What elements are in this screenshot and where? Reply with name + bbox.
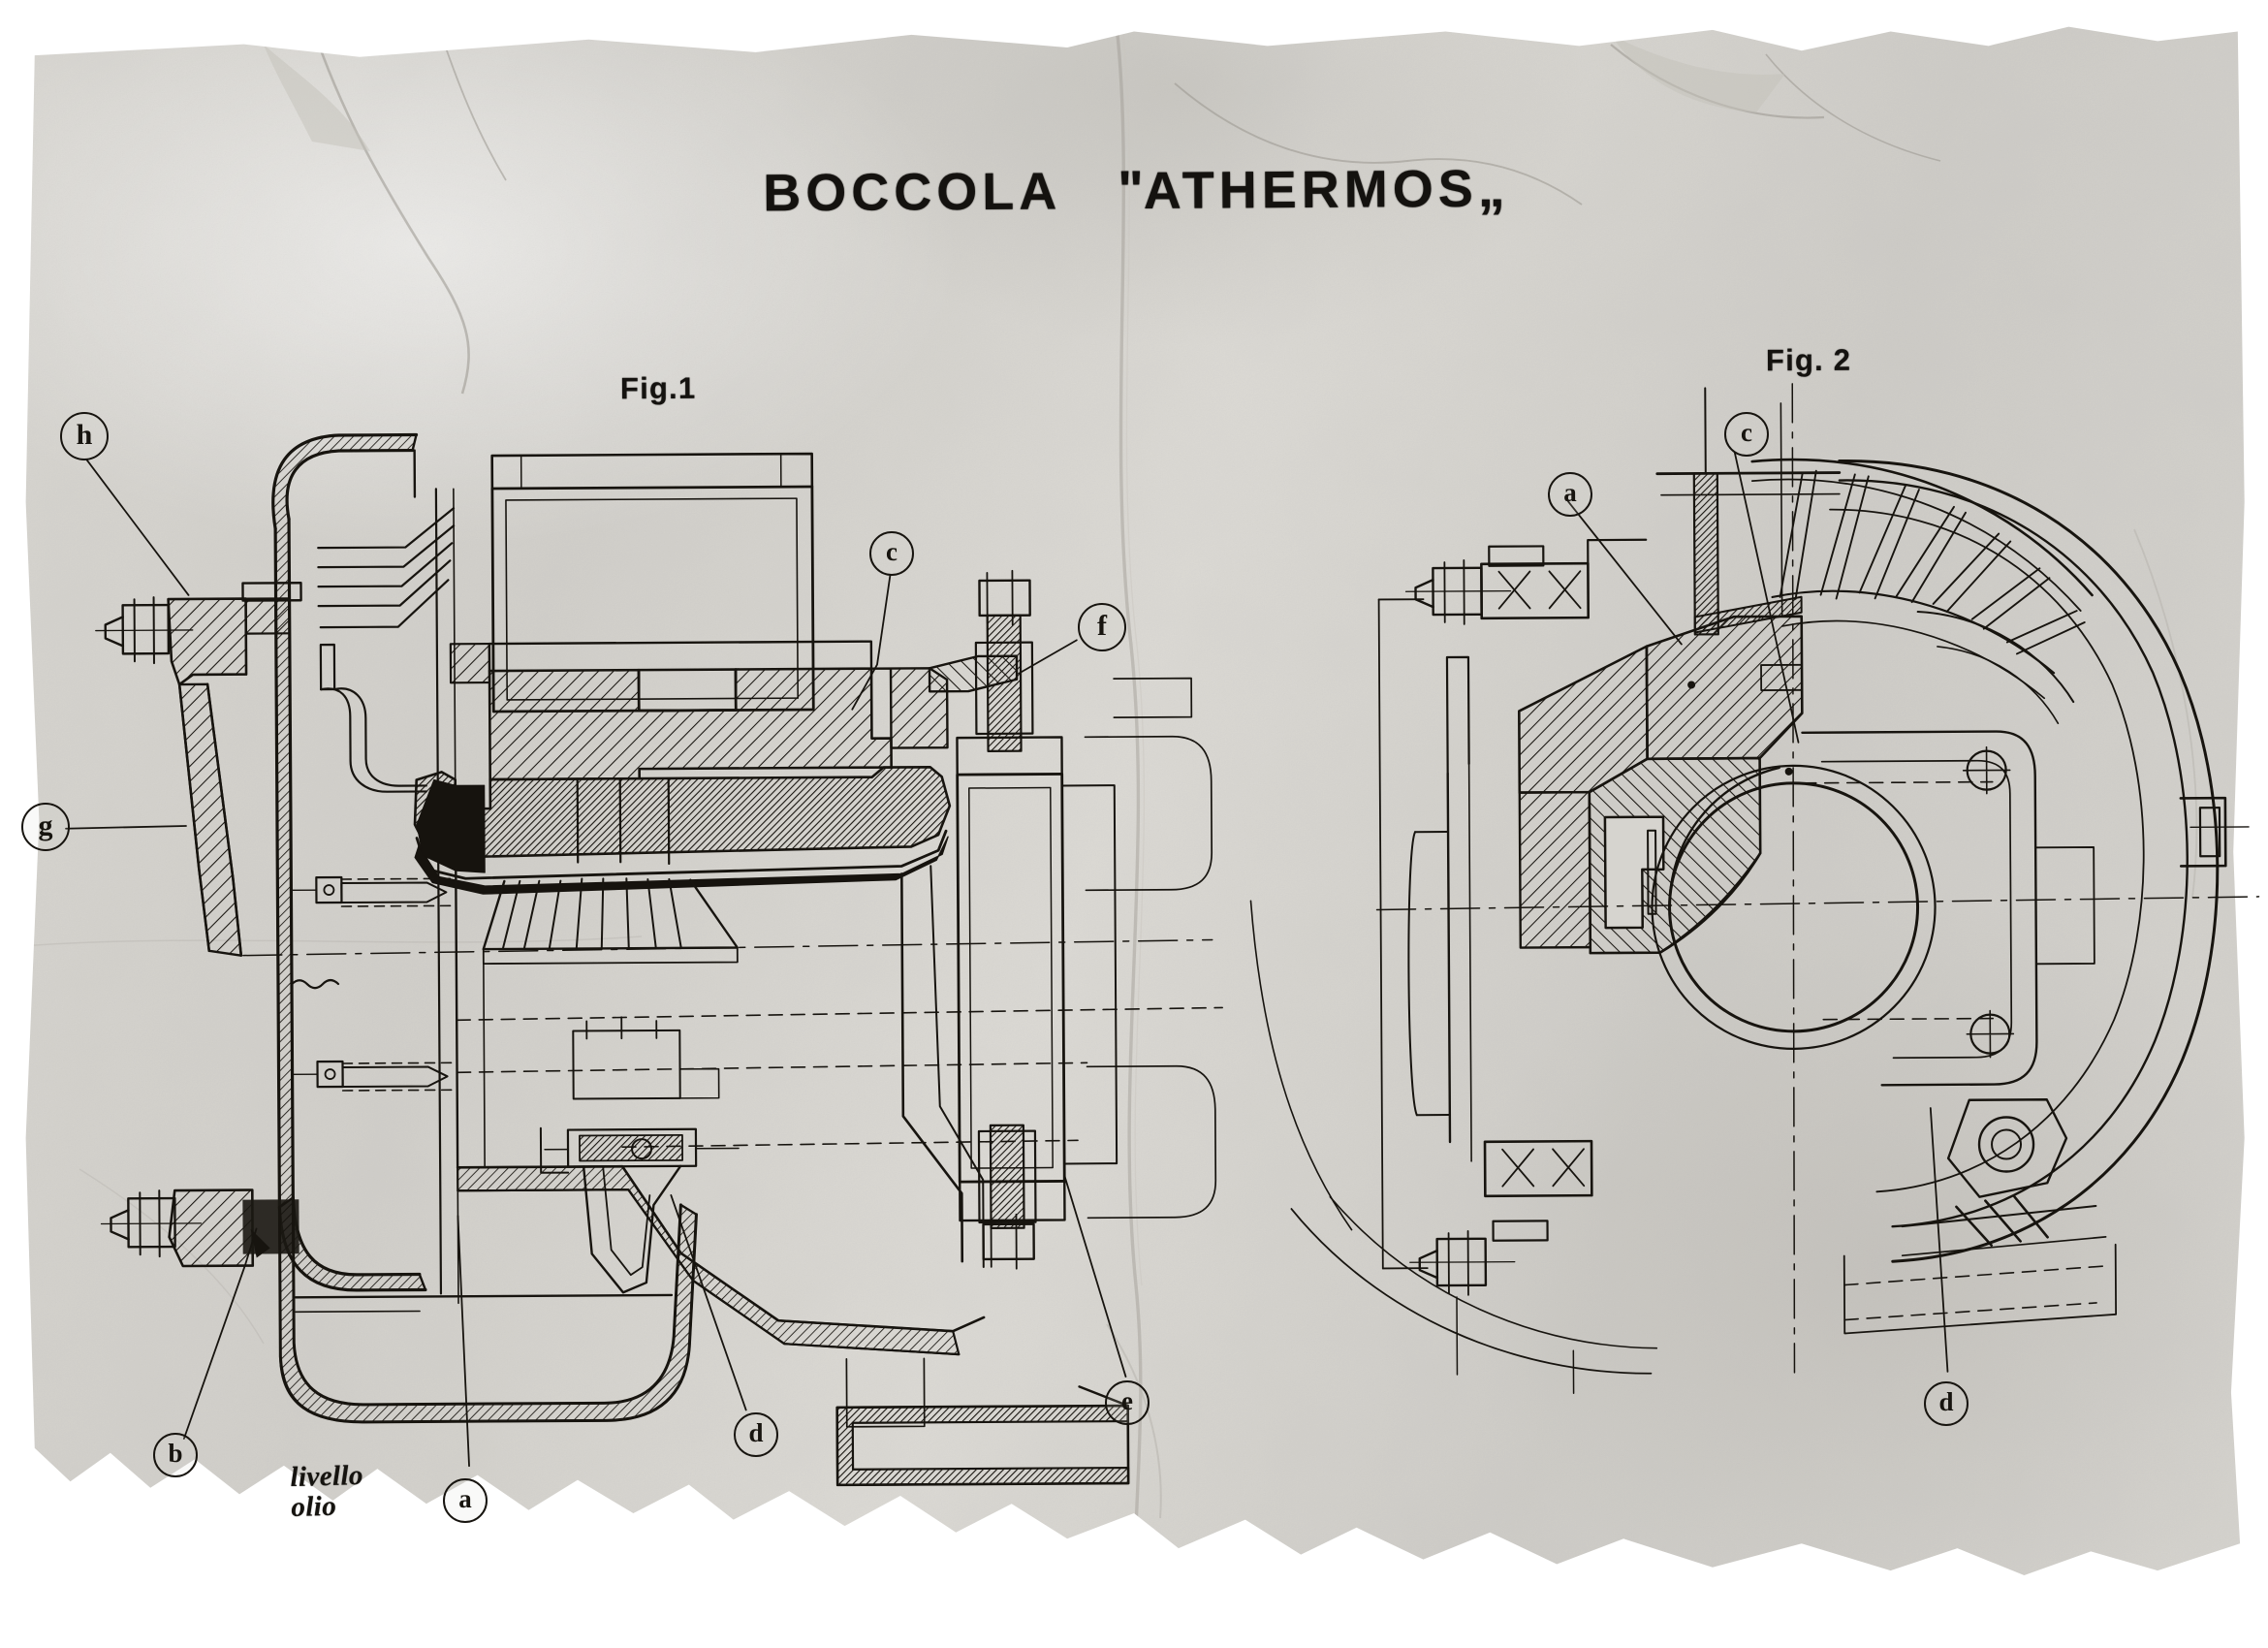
callout-fig1-g: g: [21, 803, 70, 851]
title-word-1: BOCCOLA: [763, 162, 1060, 223]
paper-creases: [21, 25, 2247, 1615]
callout-fig1-b: b: [153, 1433, 198, 1477]
callout-fig1-d: d: [734, 1412, 778, 1457]
callout-fig1-h: h: [60, 412, 109, 460]
oil-level-line-1: livello: [290, 1459, 364, 1494]
callout-fig1-e: e: [1105, 1380, 1150, 1425]
callout-fig1-c: c: [869, 531, 914, 576]
figure-2-label: Fig. 2: [1765, 342, 1852, 378]
oil-level-line-2: olio: [290, 1491, 337, 1524]
paper-sheet: [21, 25, 2247, 1615]
callout-fig1-a: a: [443, 1478, 488, 1523]
title-quote-open: ": [1118, 158, 1144, 221]
title-word-2: ATHERMOS: [1143, 159, 1478, 220]
title-quote-close: „: [1477, 156, 1505, 218]
paper-grain: [21, 25, 2247, 1615]
callout-fig2-c: c: [1724, 412, 1769, 457]
callout-fig2-a: a: [1548, 472, 1592, 517]
figure-1-label: Fig.1: [619, 370, 697, 406]
callout-fig2-d: d: [1924, 1381, 1969, 1426]
callout-fig1-f: f: [1078, 603, 1126, 651]
oil-level-annotation: livello olio: [290, 1459, 364, 1524]
